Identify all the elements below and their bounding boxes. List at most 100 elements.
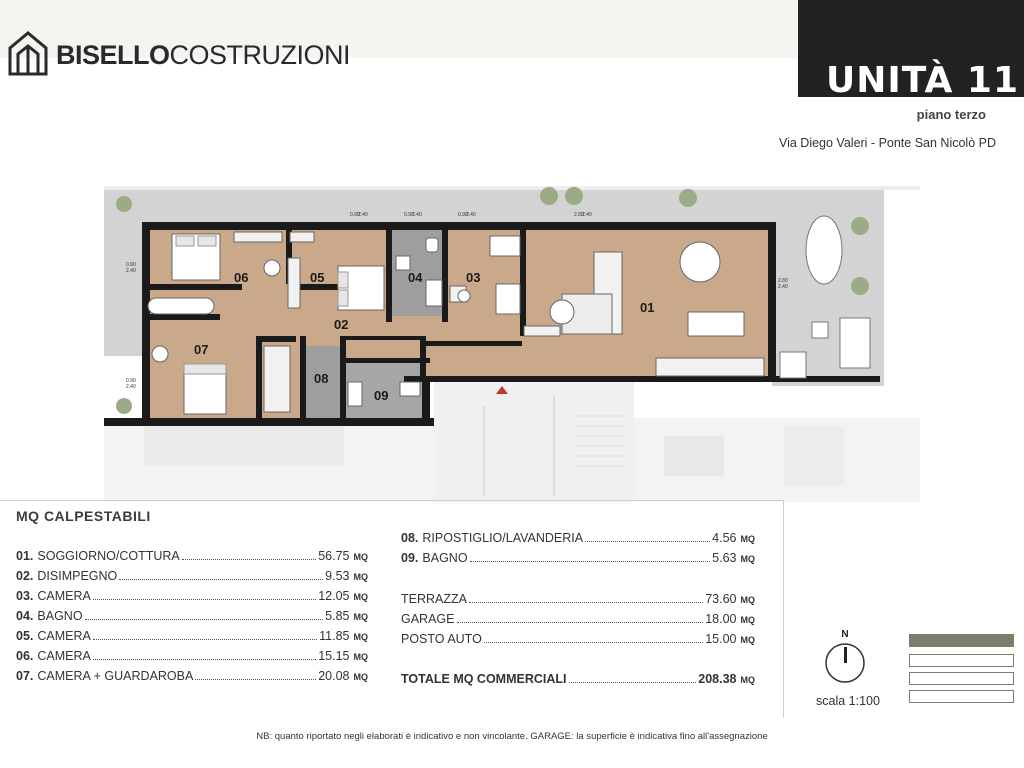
svg-text:0.90: 0.90 xyxy=(404,212,414,218)
leader-dots xyxy=(119,578,324,580)
house-logo-icon xyxy=(8,31,48,76)
floor-plan: 06 05 04 03 01 02 07 08 09 0.902.40 0.90… xyxy=(104,186,920,502)
leader-dots xyxy=(92,598,317,600)
room-name: SOGGIORNO/COTTURA xyxy=(37,549,180,563)
scale-label: scala 1:100 xyxy=(816,694,880,708)
area-unit: MQ xyxy=(740,534,756,544)
room-area: 15.15 xyxy=(318,649,350,663)
floor-swatch xyxy=(909,690,1014,703)
svg-text:2.80: 2.80 xyxy=(778,278,788,284)
entrance-arrow-icon xyxy=(496,386,508,394)
room-label: 06 xyxy=(234,270,248,285)
room-number: 03. xyxy=(16,589,34,603)
svg-text:2.40: 2.40 xyxy=(126,268,136,274)
leader-dots xyxy=(468,601,704,603)
room-name: CAMERA xyxy=(37,649,91,663)
room-name: DISIMPEGNO xyxy=(37,569,118,583)
furniture xyxy=(116,187,871,415)
room-area: 12.05 xyxy=(318,589,350,603)
room-name: TOTALE MQ COMMERCIALI xyxy=(401,672,567,686)
svg-text:2.40: 2.40 xyxy=(412,212,422,218)
leader-dots xyxy=(181,558,317,560)
room-area: 18.00 xyxy=(705,612,737,626)
area-unit: MQ xyxy=(353,632,369,642)
svg-text:0.90: 0.90 xyxy=(126,378,136,384)
brand-name: BISELLOCOSTRUZIONI xyxy=(56,40,351,71)
room-label: 08 xyxy=(314,371,328,386)
room-number: 05. xyxy=(16,629,34,643)
room-area: 9.53 xyxy=(325,569,350,583)
room-name: CAMERA xyxy=(37,629,91,643)
room-name: GARAGE xyxy=(401,612,455,626)
room-name: RIPOSTIGLIO/LAVANDERIA xyxy=(422,531,584,545)
area-unit: MQ xyxy=(740,554,756,564)
area-unit: MQ xyxy=(353,652,369,662)
room-number: 01. xyxy=(16,549,34,563)
area-unit: MQ xyxy=(353,672,369,682)
section-divider xyxy=(0,500,784,501)
room-name: POSTO AUTO xyxy=(401,632,482,646)
floor-swatch-active xyxy=(909,634,1014,647)
svg-text:2.40: 2.40 xyxy=(126,384,136,390)
room-label: 02 xyxy=(334,317,348,332)
svg-text:2.40: 2.40 xyxy=(358,212,368,218)
leader-dots xyxy=(92,638,318,640)
room-name: BAGNO xyxy=(422,551,468,565)
room-number: 08. xyxy=(401,531,419,545)
dimension-notes: 0.902.40 0.902.40 0.902.40 0.902.40 0.90… xyxy=(126,212,788,390)
svg-text:2.40: 2.40 xyxy=(466,212,476,218)
floor-swatch xyxy=(909,672,1014,685)
leader-dots xyxy=(195,678,317,680)
svg-text:2.80: 2.80 xyxy=(574,212,584,218)
unit-box xyxy=(798,0,1024,97)
brand-bold: BISELLO xyxy=(56,40,170,70)
area-unit: MQ xyxy=(740,595,756,605)
room-label: 04 xyxy=(408,270,423,285)
header-band-lower xyxy=(0,58,798,98)
room-area: 208.38 xyxy=(698,672,737,686)
leader-dots xyxy=(92,658,317,660)
unit-address: Via Diego Valeri - Ponte San Nicolò PD xyxy=(778,136,996,150)
room-label: 09 xyxy=(374,388,388,403)
room-area: 73.60 xyxy=(705,592,737,606)
room-name: CAMERA + GUARDAROBA xyxy=(37,669,194,683)
legend-title: MQ CALPESTABILI xyxy=(16,508,151,524)
footnote: NB: quanto riportato negli elaborati è i… xyxy=(256,731,768,742)
room-area: 20.08 xyxy=(318,669,350,683)
area-unit: MQ xyxy=(740,635,756,645)
legend-divider xyxy=(783,500,784,718)
svg-text:0.90: 0.90 xyxy=(126,262,136,268)
svg-text:2.40: 2.40 xyxy=(582,212,592,218)
leader-dots xyxy=(568,681,697,683)
svg-text:0.90: 0.90 xyxy=(458,212,468,218)
leader-dots xyxy=(483,641,704,643)
brand-light: COSTRUZIONI xyxy=(169,40,351,70)
room-name: BAGNO xyxy=(37,609,83,623)
svg-text:2.40: 2.40 xyxy=(778,284,788,290)
compass-icon: N xyxy=(825,629,865,683)
room-area: 15.00 xyxy=(705,632,737,646)
room-name: CAMERA xyxy=(37,589,91,603)
room-number: 06. xyxy=(16,649,34,663)
room-area: 11.85 xyxy=(319,629,350,643)
room-area: 5.63 xyxy=(712,551,737,565)
walls xyxy=(104,222,880,426)
room-number: 02. xyxy=(16,569,34,583)
area-unit: MQ xyxy=(740,675,756,685)
room-number: 07. xyxy=(16,669,34,683)
area-unit: MQ xyxy=(353,612,369,622)
area-unit: MQ xyxy=(740,615,756,625)
unit-title: UNITÀ 11 xyxy=(826,60,1020,101)
room-label: 03 xyxy=(466,270,480,285)
leader-dots xyxy=(456,621,704,623)
